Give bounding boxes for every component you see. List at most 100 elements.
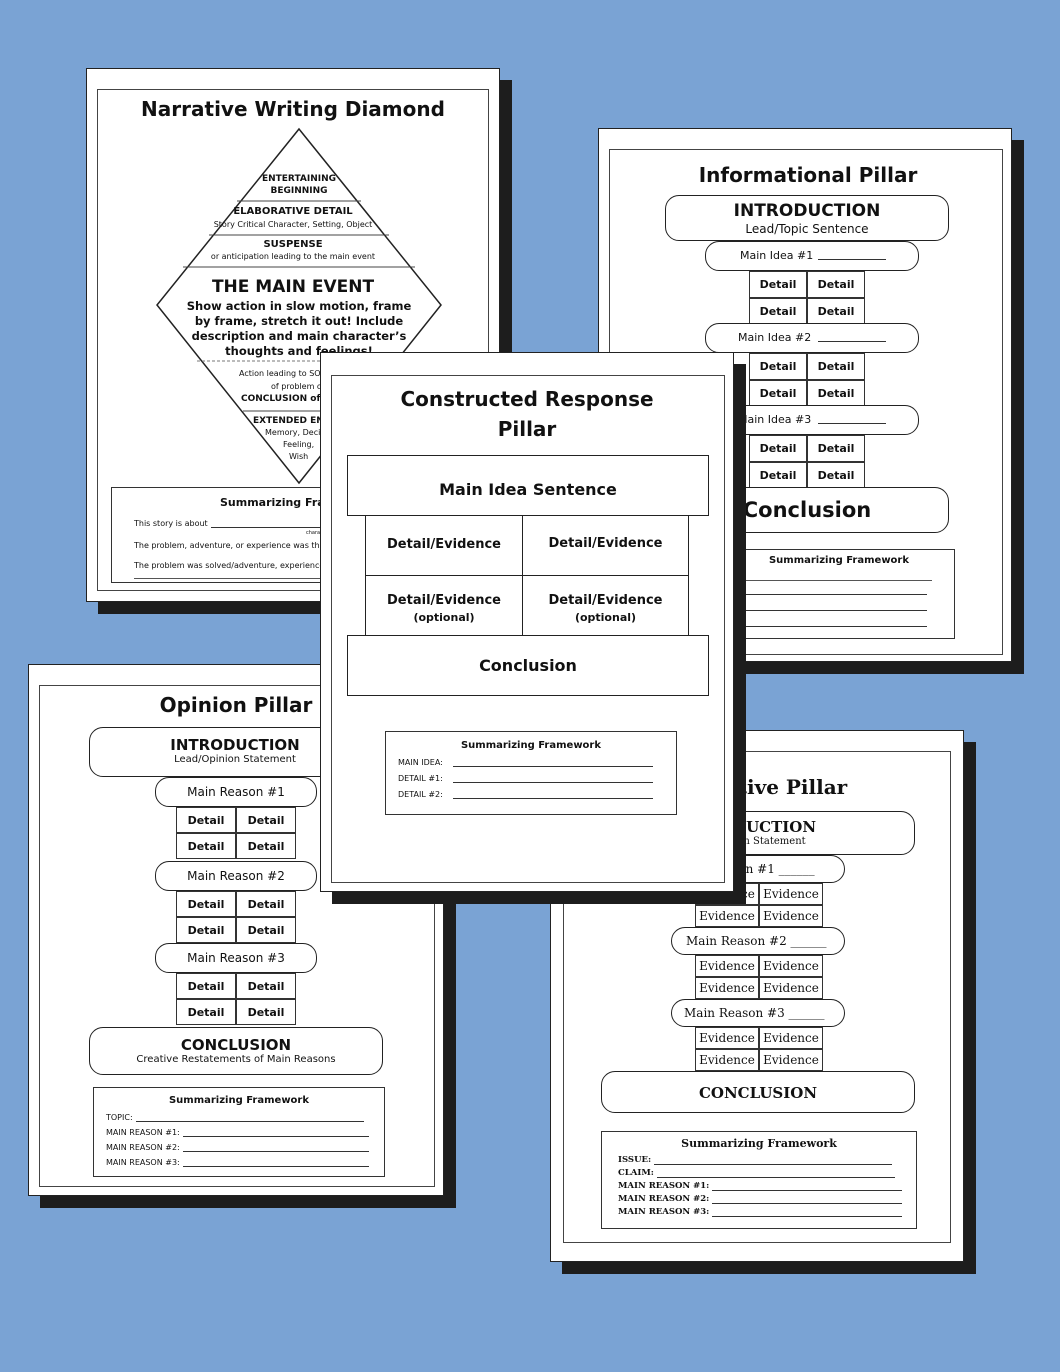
of-problem: of problem o (271, 382, 322, 391)
conclusion-box: CONCLUSION (601, 1071, 915, 1113)
evidence-cell: Evidence (759, 977, 823, 999)
summary-line: ISSUE: (618, 1155, 893, 1165)
action-leading: Action leading to SO (239, 369, 321, 378)
introduction-label: INTRODUCTION (170, 736, 300, 754)
conclusion-label: Conclusion (479, 656, 577, 675)
evidence-cell: Evidence (695, 977, 759, 999)
elaborative-detail-sub: Story Critical Character, Setting, Objec… (213, 220, 373, 229)
evidence-cell: Evidence (695, 1049, 759, 1071)
summary-line: TOPIC: (106, 1113, 364, 1122)
summarizing-framework-box: Summarizing Framework MAIN IDEA: DETAIL … (385, 731, 677, 815)
detail-cell: Detail (176, 891, 236, 917)
main-reason-2: Main Reason #2 ______ (671, 927, 845, 955)
introduction-label: INTRODUCTION (733, 201, 881, 221)
summary-line-1-sub: chara (306, 530, 321, 536)
evidence-cell: Evidence (759, 905, 823, 927)
detail-cell: Detail (176, 833, 236, 859)
main-reason-3: Main Reason #3 ______ (671, 999, 845, 1027)
summarizing-title: Summarizing Framework (768, 555, 910, 566)
wish: Wish (289, 452, 309, 461)
evidence-cell: Evidence (759, 883, 823, 905)
introduction-box: INTRODUCTION Lead/Topic Sentence (665, 195, 949, 241)
main-event-text: Show action in slow motion, frame by fra… (186, 299, 412, 358)
detail-cell: Detail (236, 807, 296, 833)
evidence-cell: Evidence (695, 955, 759, 977)
main-reason-3: Main Reason #3 (155, 943, 317, 973)
introduction-label: ODUCTION (720, 818, 817, 836)
elaborative-detail: ELABORATIVE DETAIL (233, 206, 353, 217)
conclusion-sub: Creative Restatements of Main Reasons (136, 1054, 336, 1065)
conclusion-box: CONCLUSION Creative Restatements of Main… (89, 1027, 383, 1075)
entertaining-beginning: ENTERTAINING BEGINNING (261, 174, 337, 196)
summary-line: MAIN REASON #3: (618, 1207, 903, 1217)
detail-cell: Detail (807, 462, 865, 489)
detail-cell: Detail (236, 833, 296, 859)
detail-cell: Detail (176, 807, 236, 833)
summary-line-3: The problem was solved/adventure, experi… (134, 561, 332, 570)
detail-cell: Detail (807, 435, 865, 462)
main-reason-1: Main Reason #1 (155, 777, 317, 807)
summary-line: 2: (734, 602, 927, 611)
detail-evidence-optional-box: Detail/Evidence (optional) (522, 575, 689, 636)
summarizing-framework-box: Summarizing Framework ISSUE: CLAIM: MAIN… (601, 1131, 917, 1229)
sheet-border (331, 375, 725, 883)
detail-cell: Detail (749, 353, 807, 380)
page-title-line-1: Constructed Response (400, 387, 654, 411)
constructed-response-sheet: Constructed Response Pillar Main Idea Se… (320, 352, 734, 892)
page-title: Opinion Pillar (159, 693, 313, 717)
main-idea-box: Main Idea Sentence (347, 455, 709, 516)
summary-line: 3: (734, 618, 927, 627)
summarizing-framework-box: Summarizing Framework 1: 2: 3: (723, 549, 955, 639)
detail-cell: Detail (176, 973, 236, 999)
summary-line: MAIN REASON #2: (618, 1194, 903, 1204)
sheet-border (97, 89, 489, 591)
summary-line-2: The problem, adventure, or experience wa… (134, 541, 328, 550)
argumentative-pillar-sheet: ntative Pillar ODUCTION laim Statement e… (550, 730, 964, 1262)
detail-cell: Detail (236, 891, 296, 917)
detail-cell: Detail (749, 380, 807, 407)
detail-cell: Detail (807, 353, 865, 380)
main-reason-2: Main Reason #2 (155, 861, 317, 891)
summary-line: MAIN REASON #3: (106, 1158, 369, 1167)
detail-cell: Detail (236, 917, 296, 943)
detail-evidence-box: Detail/Evidence (365, 515, 523, 576)
page-title: Narrative Writing Diamond (141, 97, 445, 121)
sheet-border (563, 751, 951, 1243)
detail-cell: Detail (807, 380, 865, 407)
detail-cell: Detail (236, 999, 296, 1025)
diamond-outline (156, 127, 442, 485)
detail-evidence-optional-box: Detail/Evidence (optional) (365, 575, 523, 636)
feeling: Feeling, (283, 440, 315, 449)
summary-line: MAIN REASON #2: (106, 1143, 369, 1152)
summarizing-title: Summarizing Fra (220, 496, 325, 509)
summary-line: MAIN REASON #1: (618, 1181, 903, 1191)
evidence-cell: Evidence (695, 905, 759, 927)
summarizing-title: Summarizing Framework (168, 1095, 310, 1106)
main-event-heading: THE MAIN EVENT (211, 277, 375, 297)
detail-cell: Detail (749, 462, 807, 489)
detail-cell: Detail (176, 999, 236, 1025)
summarizing-framework-box: Summarizing Framework TOPIC: MAIN REASON… (93, 1087, 385, 1177)
introduction-sub: laim Statement (728, 836, 806, 847)
sheet-border (39, 685, 435, 1187)
summary-line: CLAIM: (618, 1168, 895, 1178)
introduction-sub: Lead/Topic Sentence (745, 222, 869, 236)
summary-line: MAIN IDEA: (398, 758, 653, 767)
detail-evidence-box: Detail/Evidence (522, 515, 689, 576)
conclusion-label: CONCLUSION (698, 1084, 818, 1102)
summary-line: MAIN REASON #1: (106, 1128, 369, 1137)
conclusion-label: CONCLUSION (180, 1036, 292, 1054)
conclusion-label: Conclusion (742, 498, 872, 522)
summary-line-4 (134, 578, 424, 579)
main-idea-2: Main Idea #2 (705, 323, 919, 353)
summarizing-title: Summarizing Framework (460, 740, 602, 751)
detail-cell: Detail (749, 298, 807, 325)
evidence-cell: Evidence (695, 1027, 759, 1049)
summary-line: 1: (734, 586, 927, 595)
detail-cell: Detail (807, 298, 865, 325)
extended-ending: EXTENDED END (253, 416, 332, 426)
evidence-cell: Evidence (759, 1049, 823, 1071)
page-title: Informational Pillar (698, 163, 918, 187)
detail-cell: Detail (236, 973, 296, 999)
detail-cell: Detail (749, 271, 807, 298)
